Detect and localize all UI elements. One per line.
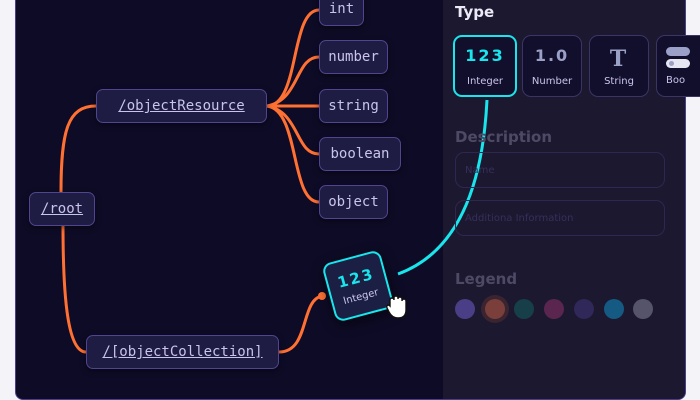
type-label: Integer (467, 75, 503, 87)
type-label: Number (531, 75, 573, 87)
grab-cursor-icon (385, 294, 409, 320)
string-icon: T (609, 45, 629, 72)
legend-color-swatch[interactable] (455, 299, 475, 319)
node-number[interactable]: number (319, 40, 388, 74)
toggle-icon (666, 46, 690, 69)
node-string[interactable]: string (319, 89, 388, 123)
type-label: Boo (666, 74, 686, 86)
node-object-collection[interactable]: /[objectCollection] (86, 335, 279, 369)
node-boolean[interactable]: boolean (319, 137, 401, 171)
legend-color-swatch[interactable] (544, 299, 565, 319)
legend-color-swatch[interactable] (484, 299, 505, 319)
type-heading: Type (455, 3, 495, 21)
number-icon: 1.0 (534, 45, 570, 65)
integer-icon: 123 (465, 45, 505, 65)
node-object-resource[interactable]: /objectResource (96, 89, 267, 123)
type-string[interactable]: T String (589, 35, 649, 97)
legend-color-swatch[interactable] (603, 299, 624, 319)
name-input[interactable] (455, 152, 665, 188)
dragged-label: Integer (342, 287, 380, 308)
legend-heading: Legend (455, 270, 518, 288)
legend-color-swatch[interactable] (633, 299, 654, 319)
description-heading: Description (455, 128, 553, 146)
node-int[interactable]: int (319, 0, 364, 26)
type-boolean[interactable]: Boo (656, 35, 700, 97)
legend-color-swatch[interactable] (514, 299, 535, 319)
type-integer[interactable]: 123 Integer (453, 35, 517, 97)
node-root[interactable]: /root (29, 192, 95, 226)
type-label: String (604, 75, 634, 87)
legend-color-swatch[interactable] (573, 299, 594, 319)
node-object[interactable]: object (319, 185, 388, 219)
additional-info-input[interactable] (455, 200, 665, 236)
type-number[interactable]: 1.0 Number (522, 35, 582, 97)
